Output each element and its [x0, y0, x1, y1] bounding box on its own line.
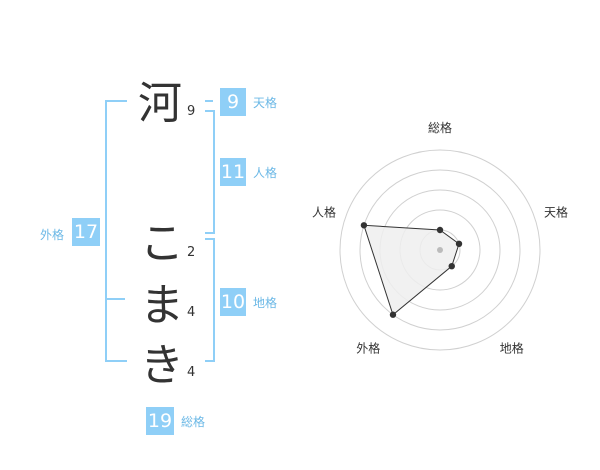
tenkaku-value: 9 [220, 88, 246, 116]
radar-data-point [448, 262, 455, 270]
stroke-count-3: 4 [187, 305, 196, 320]
tenkaku-label: 天格 [253, 96, 278, 110]
radar-data-point [455, 240, 463, 248]
gaikaku-label: 外格 [40, 228, 65, 242]
soukaku-label: 総格 [181, 415, 206, 429]
radar-ring [339, 149, 541, 351]
radar-ring [359, 169, 521, 331]
gaikaku-bracket-tick [105, 298, 125, 300]
stroke-count-2: 2 [187, 245, 196, 260]
radar-axis-label: 地格 [500, 341, 524, 356]
radar-axis-label: 総格 [428, 120, 452, 135]
jinkaku-label: 人格 [253, 166, 278, 180]
name-char-1: 河 [138, 78, 182, 129]
gaikaku-value: 17 [72, 218, 100, 246]
chikaku-value: 10 [220, 288, 246, 316]
tenkaku-bracket [205, 100, 213, 102]
stroke-count-4: 4 [187, 365, 196, 380]
soukaku-value: 19 [146, 407, 174, 435]
name-char-4: き [140, 340, 184, 391]
radar-data-polygon [363, 224, 460, 316]
chikaku-bracket [205, 238, 215, 362]
name-char-2: こ [140, 218, 184, 269]
radar-axis-label: 天格 [544, 204, 568, 219]
stroke-count-1: 9 [187, 104, 196, 119]
radar-data-point [389, 311, 397, 318]
name-char-3: ま [140, 280, 184, 331]
jinkaku-bracket [205, 110, 215, 234]
radar-center-point [437, 247, 443, 253]
radar-data-point [436, 226, 444, 234]
radar-data-point [360, 222, 368, 229]
radar-axis-label: 外格 [356, 341, 380, 356]
radar-axis-label: 人格 [312, 204, 336, 219]
jinkaku-value: 11 [220, 158, 246, 186]
chikaku-label: 地格 [253, 296, 278, 310]
gaikaku-bracket [105, 100, 127, 362]
